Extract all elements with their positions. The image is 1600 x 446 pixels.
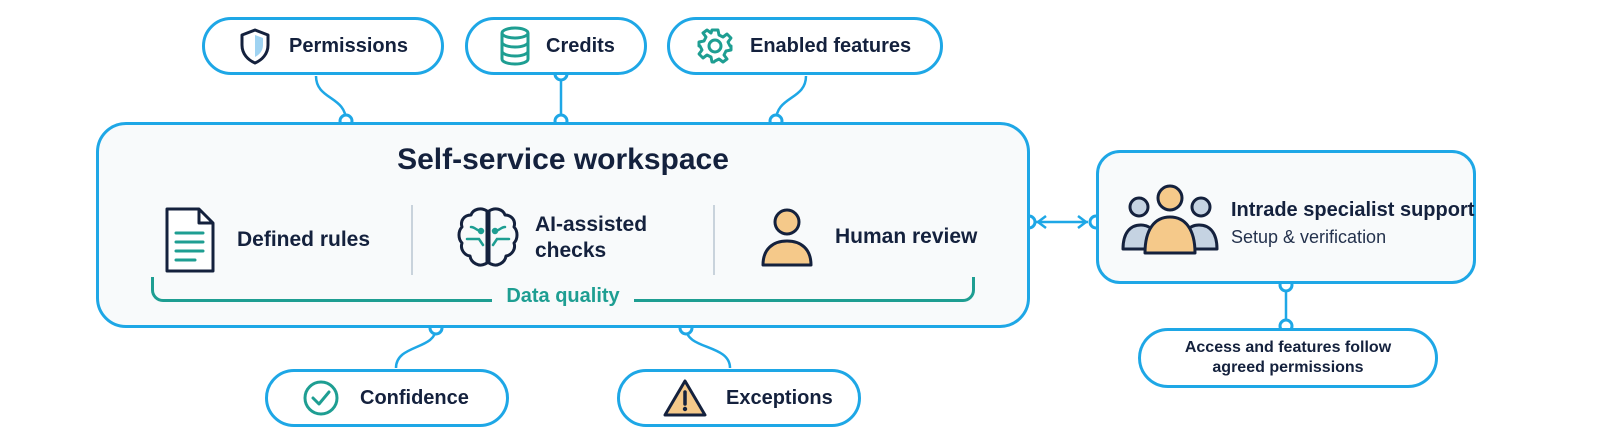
credits-label: Credits — [546, 34, 615, 57]
confidence-pill: Confidence — [265, 369, 509, 427]
ai-assisted-label-line2: checks — [535, 239, 607, 262]
connector-exceptions — [684, 327, 732, 369]
connector-confidence — [394, 327, 438, 369]
defined-rules-label: Defined rules — [237, 228, 371, 251]
human-review-label: Human review — [835, 225, 978, 248]
note-line2: agreed permissions — [1212, 359, 1364, 376]
team-icon — [1121, 183, 1219, 257]
gear-icon — [696, 27, 734, 65]
exceptions-label: Exceptions — [726, 386, 833, 409]
shield-icon — [237, 27, 273, 65]
connector-features — [774, 75, 808, 122]
specialist-support-box: Intrade specialist support Setup & verif… — [1096, 150, 1476, 284]
data-quality-caption: Data quality — [99, 285, 1027, 308]
confidence-label: Confidence — [360, 386, 469, 409]
defined-rules-item: Defined rules — [163, 205, 370, 275]
self-service-workspace-box: Self-service workspace Defined rules AI-… — [96, 122, 1030, 328]
divider — [411, 205, 413, 275]
permissions-label: Permissions — [289, 34, 408, 57]
human-review-item: Human review — [759, 205, 977, 269]
workspace-title: Self-service workspace — [397, 143, 729, 176]
permissions-note-pill: Access and features follow agreed permis… — [1138, 328, 1438, 388]
support-title: Intrade specialist support — [1231, 199, 1475, 221]
database-icon — [498, 26, 532, 66]
note-line1: Access and features follow — [1184, 339, 1392, 356]
document-icon — [163, 205, 217, 275]
permissions-pill: Permissions — [202, 17, 444, 75]
ai-assisted-checks-item: AI-assisted checks — [457, 205, 647, 271]
enabled-features-label: Enabled features — [750, 34, 912, 57]
warning-icon — [662, 378, 708, 418]
credits-pill: Credits — [465, 17, 647, 75]
check-circle-icon — [302, 379, 340, 417]
person-icon — [759, 205, 815, 269]
enabled-features-pill: Enabled features — [667, 17, 943, 75]
data-quality-label: Data quality — [492, 285, 634, 307]
divider — [713, 205, 715, 275]
connector-permissions — [314, 75, 348, 122]
brain-icon — [457, 205, 519, 271]
exceptions-pill: Exceptions — [617, 369, 861, 427]
support-subtitle: Setup & verification — [1231, 227, 1387, 247]
ai-assisted-label-line1: AI-assisted — [535, 213, 648, 236]
